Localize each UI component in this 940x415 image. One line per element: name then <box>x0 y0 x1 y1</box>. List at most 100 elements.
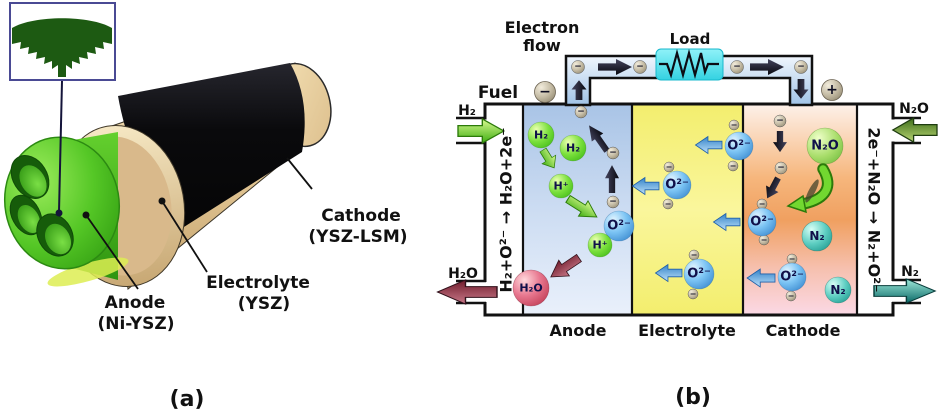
n2-molecule: N₂ <box>824 276 852 304</box>
n2o-molecule: N₂O <box>806 127 844 165</box>
h2-molecule: H₂ <box>527 121 555 149</box>
svg-text:−: − <box>759 200 766 209</box>
electron-flow-label-line2: flow <box>523 36 561 55</box>
svg-text:−: − <box>539 84 551 100</box>
h2-molecule: H₂ <box>559 134 587 162</box>
svg-text:−: − <box>666 163 673 172</box>
cathode-reaction: 2e⁻+N₂O → N₂+O²⁻ <box>865 127 884 292</box>
cathode-label-line1: Cathode <box>321 206 401 226</box>
svg-text:−: − <box>797 62 805 72</box>
svg-text:H₂: H₂ <box>566 142 580 155</box>
svg-text:−: − <box>574 62 582 72</box>
oxygen-ion: O²⁻ <box>603 210 635 242</box>
n2-molecule: N₂ <box>801 220 833 252</box>
svg-text:−: − <box>777 163 785 173</box>
oxygen-ion-with-electrons: − − O²⁻ <box>632 161 692 210</box>
svg-text:−: − <box>609 197 617 207</box>
svg-text:+: + <box>826 82 838 98</box>
inset-channel-junction-shape <box>12 18 112 77</box>
svg-text:O²⁻: O²⁻ <box>687 267 711 282</box>
h2o-molecule: H₂O <box>512 269 550 307</box>
svg-text:O²⁻: O²⁻ <box>750 215 774 230</box>
inset-pointer-dot <box>55 209 63 217</box>
svg-text:H₂: H₂ <box>534 129 548 142</box>
anode-bottom-glow <box>47 257 129 287</box>
fuel-label: Fuel <box>478 83 518 103</box>
svg-text:−: − <box>761 236 768 245</box>
n2o-inlet-arrow <box>892 117 938 143</box>
svg-text:−: − <box>636 62 644 72</box>
svg-text:−: − <box>665 200 672 209</box>
cathode-pointer-line <box>286 157 313 190</box>
reaction-streak <box>805 179 819 203</box>
fuel-channel-hole <box>9 194 43 236</box>
svg-text:O²⁻: O²⁻ <box>665 178 689 193</box>
anode-pointer-line <box>85 214 139 290</box>
svg-text:−: − <box>690 290 697 299</box>
panel-b: Load Electron flow − + Fuel H₂ N₂O H₂O N… <box>436 18 938 410</box>
svg-text:O²⁻: O²⁻ <box>607 219 631 234</box>
n2o-inlet-label: N₂O <box>899 101 929 117</box>
cathode-label-line2: (YSZ-LSM) <box>308 227 407 247</box>
electron: − <box>574 105 588 119</box>
electron: − <box>571 60 585 74</box>
svg-text:−: − <box>609 148 617 158</box>
svg-text:−: − <box>730 162 737 171</box>
panel-b-caption: (b) <box>675 385 711 410</box>
proton: H⁺ <box>587 232 613 258</box>
oxygen-ion-with-electrons: − − O²⁻ <box>747 198 777 246</box>
anode-region-label: Anode <box>549 321 606 340</box>
electron: − <box>773 114 787 128</box>
svg-text:−: − <box>691 251 698 260</box>
svg-text:−: − <box>731 121 738 130</box>
svg-text:N₂: N₂ <box>830 283 845 297</box>
h2o-outlet-label: H₂O <box>448 266 478 282</box>
electrolyte-label-line1: Electrolyte <box>206 273 310 293</box>
svg-text:−: − <box>733 62 741 72</box>
load-label: Load <box>670 30 711 48</box>
fuel-channel-hole <box>10 155 50 199</box>
resistor-icon <box>659 48 719 80</box>
electron: − <box>730 60 744 74</box>
svg-text:O²⁻: O²⁻ <box>780 270 804 285</box>
svg-text:N₂: N₂ <box>809 229 824 243</box>
electrolyte-pointer-line <box>161 200 208 273</box>
n2-outlet-label: N₂ <box>901 264 919 280</box>
electron: − <box>606 146 620 160</box>
electrolyte-region-label: Electrolyte <box>638 321 736 340</box>
svg-text:H⁺: H⁺ <box>553 180 568 193</box>
panel-a: Cathode (YSZ-LSM) Electrolyte (YSZ) Anod… <box>3 2 408 412</box>
svg-text:−: − <box>776 116 784 126</box>
h2-inlet-label: H₂ <box>458 103 476 119</box>
svg-text:H⁺: H⁺ <box>592 239 607 252</box>
inset-pointer-line <box>58 80 63 213</box>
anode-label-line1: Anode <box>105 293 166 313</box>
anode-reaction: H₂+O²⁻ → H₂O+2e⁻ <box>497 127 516 292</box>
cathode-region-label: Cathode <box>766 321 841 340</box>
svg-text:H₂O: H₂O <box>519 282 542 295</box>
proton: H⁺ <box>548 173 574 199</box>
electron: − <box>633 60 647 74</box>
svg-text:−: − <box>789 255 796 264</box>
positive-terminal: + <box>821 79 843 101</box>
oxygen-ion-with-electrons: − − O²⁻ <box>746 253 807 302</box>
svg-text:−: − <box>577 107 585 117</box>
electron: − <box>794 60 808 74</box>
anode-label-line2: (Ni-YSZ) <box>97 314 174 334</box>
anode-pointer-dot <box>82 211 90 219</box>
svg-text:−: − <box>788 292 795 301</box>
panel-a-caption: (a) <box>170 387 205 412</box>
electron-flow-label-line1: Electron <box>505 18 580 37</box>
svg-text:N₂O: N₂O <box>811 139 839 154</box>
oxygen-ion-with-electrons: − − O²⁻ <box>695 119 754 172</box>
electrolyte-label-line2: (YSZ) <box>238 294 290 314</box>
cell-border <box>483 102 895 317</box>
electron: − <box>774 161 788 175</box>
electrolyte-pointer-dot <box>158 197 166 205</box>
svg-text:O²⁻: O²⁻ <box>727 139 751 154</box>
electron: − <box>606 195 620 209</box>
n2o-reduction-arrow <box>786 163 834 214</box>
pointer-lines <box>85 157 313 290</box>
